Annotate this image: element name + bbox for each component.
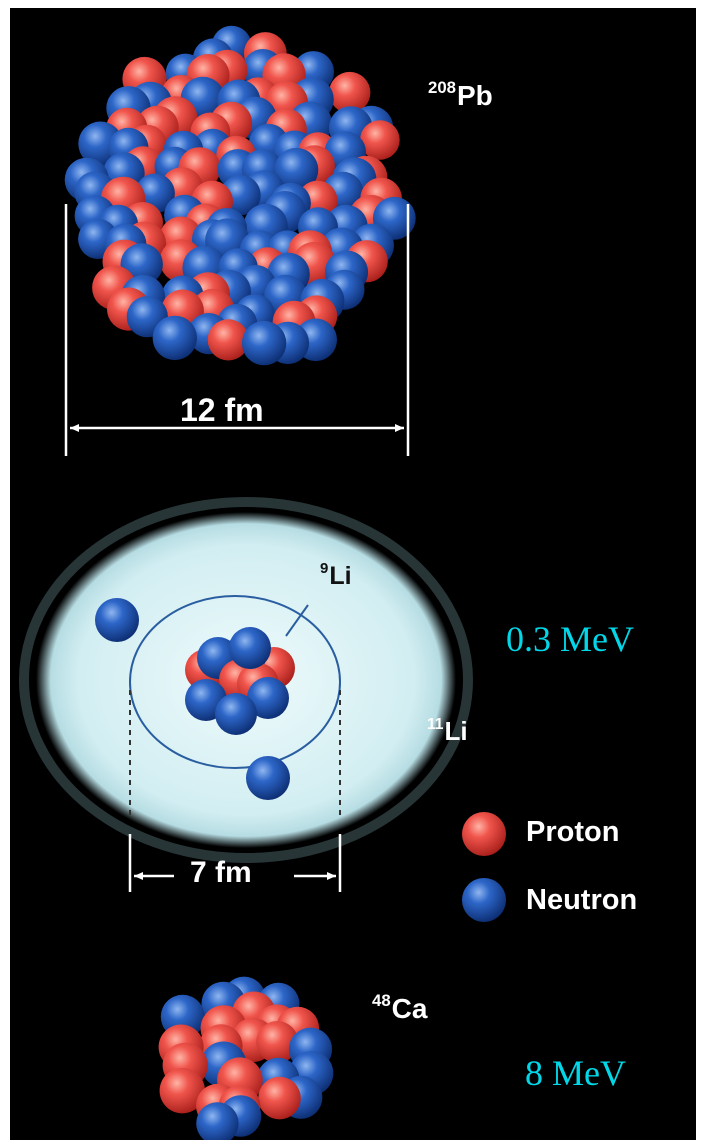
- li9-mass-number: 9: [320, 560, 329, 578]
- ca48-label: 48Ca: [372, 990, 428, 1025]
- li11-dimension-lines: [129, 690, 341, 820]
- li9-label: 9Li: [320, 560, 352, 591]
- li11-label: 11Li: [427, 716, 468, 747]
- diagram-frame: 208Pb 12 fm 9Li 11Li 7 fm 0.3 MeV Proton…: [10, 8, 696, 1140]
- legend-proton-icon: [462, 812, 506, 856]
- pb208-label: 208Pb: [428, 77, 493, 112]
- li11-dimension-ticks: [128, 834, 342, 892]
- li11-halo-neutrons: [95, 598, 290, 800]
- neutron-sphere: [196, 1102, 239, 1140]
- li11-symbol: Li: [444, 716, 468, 746]
- neutron-sphere: [215, 693, 257, 735]
- li11-binding-energy: 0.3 MeV: [506, 619, 634, 659]
- li11-halo-glow: [19, 497, 473, 863]
- pb208-dimension-lines: [64, 204, 410, 456]
- neutron-sphere: [241, 320, 287, 366]
- pb208-diameter-label: 12 fm: [180, 392, 264, 428]
- li11-diameter-label: 7 fm: [190, 856, 252, 889]
- ca48-symbol: Ca: [391, 993, 428, 1024]
- ca48-mass-number: 48: [372, 990, 391, 1010]
- pb208-mass-number: 208: [428, 77, 456, 97]
- pb208-nucleus: [64, 25, 416, 366]
- neutron-sphere: [247, 677, 289, 719]
- legend-proton-label: Proton: [526, 816, 620, 848]
- proton-sphere: [329, 71, 371, 114]
- nuclei-illustration: [19, 25, 506, 1140]
- neutron-sphere: [95, 598, 139, 642]
- proton-sphere: [256, 1021, 299, 1063]
- proton-sphere: [159, 1068, 205, 1114]
- legend-neutron-label: Neutron: [526, 884, 638, 916]
- li9-core-nucleus: [185, 627, 295, 735]
- neutron-sphere: [246, 756, 290, 800]
- ca48-nucleus: [158, 976, 334, 1140]
- li9-pointer-line: [285, 604, 309, 637]
- proton-sphere: [207, 319, 249, 361]
- pb208-symbol: Pb: [457, 80, 493, 111]
- legend-neutron-icon: [462, 878, 506, 922]
- neutron-sphere: [274, 147, 319, 192]
- neutron-sphere: [229, 627, 271, 669]
- neutron-sphere: [152, 315, 197, 361]
- proton-sphere: [360, 120, 400, 160]
- halo-neutron-orbit: [129, 595, 341, 769]
- proton-sphere: [258, 1076, 301, 1120]
- li11-mass-number: 11: [427, 715, 444, 733]
- li9-symbol: Li: [329, 562, 352, 590]
- ca48-binding-energy: 8 MeV: [525, 1053, 626, 1093]
